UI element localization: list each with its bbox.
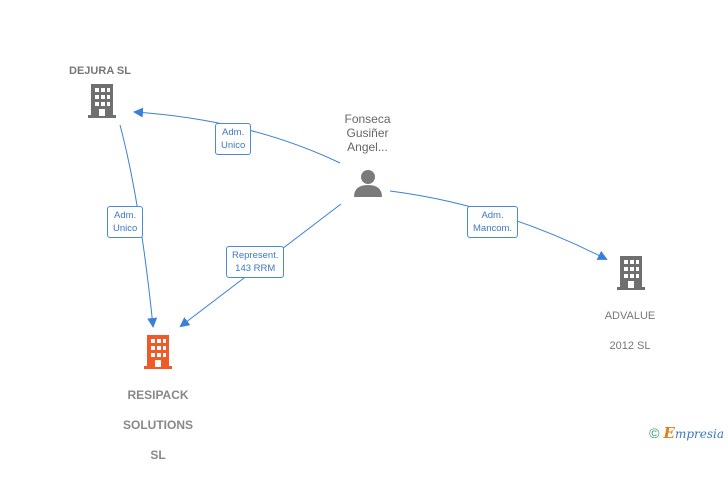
node-label-line: Angel... <box>347 140 388 154</box>
edge-label-line: Unico <box>221 140 246 151</box>
node-label-person[interactable]: Fonseca Gusiñer Angel... <box>325 112 410 154</box>
edge-label-line: Represent. <box>232 250 279 261</box>
edge-label-line: Unico <box>113 223 138 234</box>
edge-label-line: Adm. <box>481 210 504 221</box>
building-icon[interactable] <box>86 83 120 119</box>
node-label-line: SL <box>150 448 166 462</box>
edge-label-person-advalue[interactable]: Adm. Mancom. <box>467 206 519 238</box>
edge-label-person-dejura[interactable]: Adm. Unico <box>215 123 252 155</box>
node-label-line: 2012 SL <box>609 340 651 352</box>
node-label-line: Gusiñer <box>346 126 389 140</box>
edge-label-line: Adm. <box>222 127 245 138</box>
node-label-dejura[interactable]: DEJURA SL <box>69 65 131 77</box>
building-icon[interactable] <box>142 334 176 370</box>
building-icon[interactable] <box>615 255 649 291</box>
node-label-line: SOLUTIONS <box>122 418 193 432</box>
edge-label-line: Mancom. <box>473 223 513 234</box>
brand-initial: E <box>663 424 675 442</box>
edge-label-line: Adm. <box>114 210 137 221</box>
copyright-symbol: © <box>649 425 660 441</box>
edge-label-line: 143 RRM <box>235 263 276 274</box>
node-label-advalue[interactable]: ADVALUE 2012 SL <box>585 294 675 369</box>
person-icon[interactable] <box>352 168 384 198</box>
edge-label-dejura-resipack[interactable]: Adm. Unico <box>107 206 144 238</box>
node-label-line: ADVALUE <box>604 310 656 322</box>
node-label-line: RESIPACK <box>127 388 189 402</box>
empresia-watermark: © Empresia <box>649 424 724 442</box>
edge-label-person-resipack[interactable]: Represent. 143 RRM <box>226 246 285 278</box>
node-label-line: Fonseca <box>344 112 391 126</box>
brand-name: mpresia <box>674 427 724 441</box>
node-label-resipack[interactable]: RESIPACK SOLUTIONS SL <box>108 373 208 478</box>
brand-logo: Empresia <box>664 424 725 442</box>
